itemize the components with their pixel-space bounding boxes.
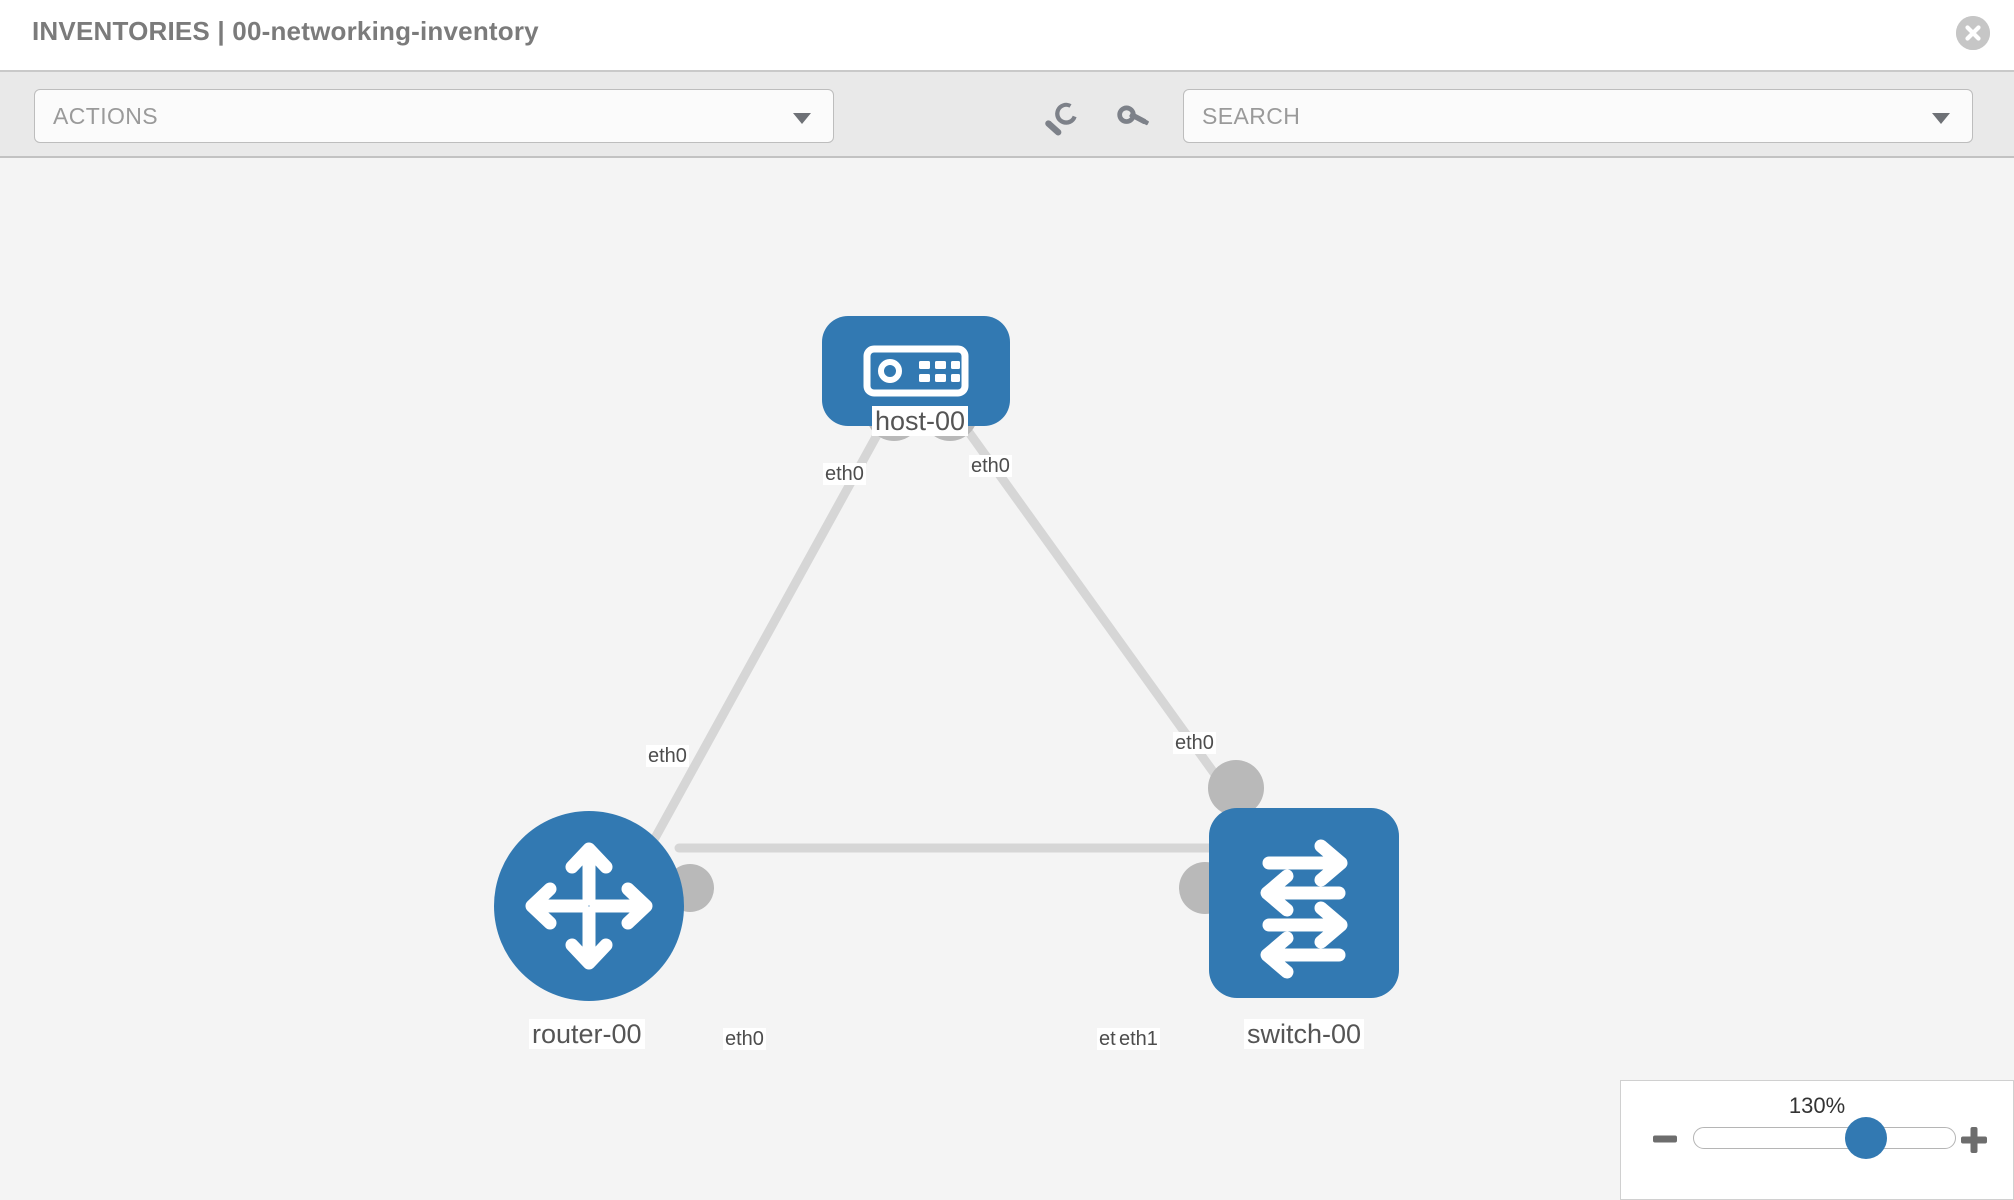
close-icon[interactable] [1956,16,1990,50]
toolbar: ACTIONS SEARCH [0,70,2014,158]
iface-label-switch-left-eth1: eth1 [1117,1028,1160,1051]
zoom-level-value: 130% [1788,1093,1846,1118]
page-title: INVENTORIES | 00-networking-inventory [32,16,539,46]
server-icon [863,345,969,397]
wrench-icon[interactable] [1042,100,1082,136]
key-icon[interactable] [1112,100,1152,136]
port-switch-top [1208,760,1264,816]
actions-dropdown-label: ACTIONS [53,103,159,129]
node-router-00[interactable] [494,811,684,1001]
topology-canvas[interactable]: host-00 router-00 switch-00 eth0 eth0 et… [0,158,2014,1200]
minus-icon[interactable] [1651,1125,1679,1153]
chevron-down-icon [1932,113,1950,124]
topology-graph [639,385,1264,914]
chevron-down-icon [793,113,811,124]
node-label-host-00: host-00 [872,406,969,437]
plus-icon[interactable] [1959,1125,1989,1155]
switch-arrows-icon [1260,839,1348,979]
router-arrows-icon [525,842,653,970]
iface-label-host-right-eth0: eth0 [969,455,1012,478]
search-placeholder: SEARCH [1202,103,1301,129]
node-label-switch-00: switch-00 [1244,1019,1365,1050]
zoom-control-panel: 130% [1620,1080,2014,1200]
zoom-slider-thumb[interactable] [1845,1117,1887,1159]
node-label-router-00: router-00 [529,1019,645,1050]
iface-label-host-left-eth0: eth0 [823,463,866,486]
iface-label-router-right-eth0: eth0 [723,1028,766,1051]
actions-dropdown[interactable]: ACTIONS [34,89,834,143]
search-input[interactable]: SEARCH [1183,89,1973,143]
iface-label-switch-up-eth0: eth0 [1173,732,1216,755]
zoom-slider[interactable] [1693,1127,1956,1149]
iface-label-router-up-eth0: eth0 [646,745,689,768]
node-switch-00[interactable] [1209,808,1399,998]
page-header: INVENTORIES | 00-networking-inventory [0,0,2014,70]
